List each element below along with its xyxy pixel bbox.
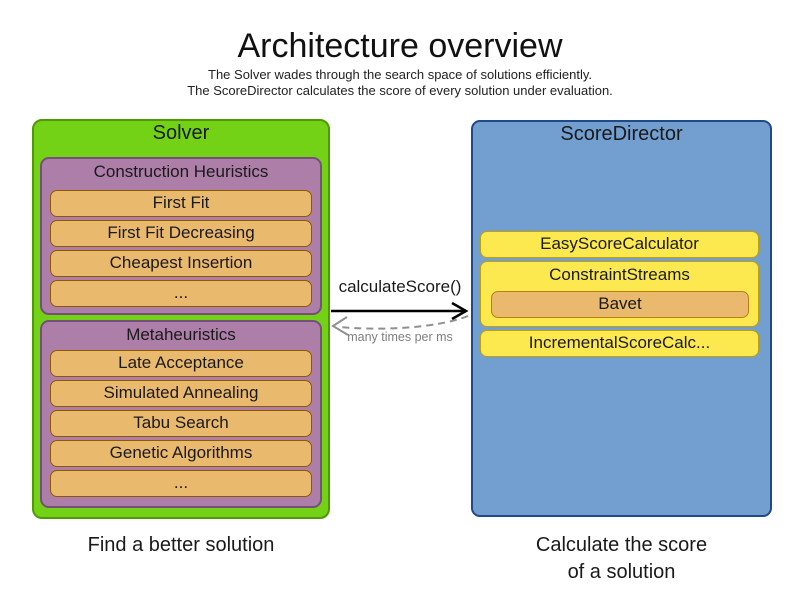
solver-caption: Find a better solution [87, 534, 275, 556]
metaheuristic-item-genetic-algorithms: Genetic Algorithms [50, 440, 312, 467]
scoredirector-caption: Calculate the score of a solution [471, 532, 772, 586]
bavet-box: Bavet [491, 291, 749, 318]
construction-heuristics-label: Construction Heuristics [93, 162, 269, 181]
scoredirector-caption-line-1: Calculate the score [535, 534, 708, 556]
many-times-per-ms-label: many times per ms [347, 330, 453, 344]
incremental-score-calculator-box: IncrementalScoreCalc... [480, 330, 759, 357]
metaheuristic-item-ellipsis: ... [50, 470, 312, 497]
calculate-score-arrowhead-icon [451, 301, 469, 321]
metaheuristic-item-simulated-annealing: Simulated Annealing [50, 380, 312, 407]
heuristic-item-cheapest-insertion: Cheapest Insertion [50, 250, 312, 277]
subtitle-line-1: The Solver wades through the search spac… [208, 67, 592, 82]
subtitle-line-2: The ScoreDirector calculates the score o… [187, 83, 613, 98]
metaheuristics-label: Metaheuristics [126, 325, 236, 344]
metaheuristic-item-late-acceptance: Late Acceptance [50, 350, 312, 377]
heuristic-item-first-fit-decreasing: First Fit Decreasing [50, 220, 312, 247]
metaheuristic-item-tabu-search: Tabu Search [50, 410, 312, 437]
page-title: Architecture overview [237, 27, 563, 65]
easy-score-calculator-box: EasyScoreCalculator [480, 231, 759, 258]
scoredirector-caption-line-2: of a solution [567, 561, 676, 583]
many-times-dashed-arrow [339, 315, 469, 330]
solver-label: Solver [152, 122, 210, 144]
constraint-streams-label: ConstraintStreams [549, 265, 690, 284]
heuristic-item-ellipsis: ... [50, 280, 312, 307]
page-subtitle: The Solver wades through the search spac… [0, 67, 800, 99]
heuristic-item-first-fit: First Fit [50, 190, 312, 217]
calculate-score-label: calculateScore() [338, 277, 462, 296]
scoredirector-label: ScoreDirector [560, 123, 683, 145]
